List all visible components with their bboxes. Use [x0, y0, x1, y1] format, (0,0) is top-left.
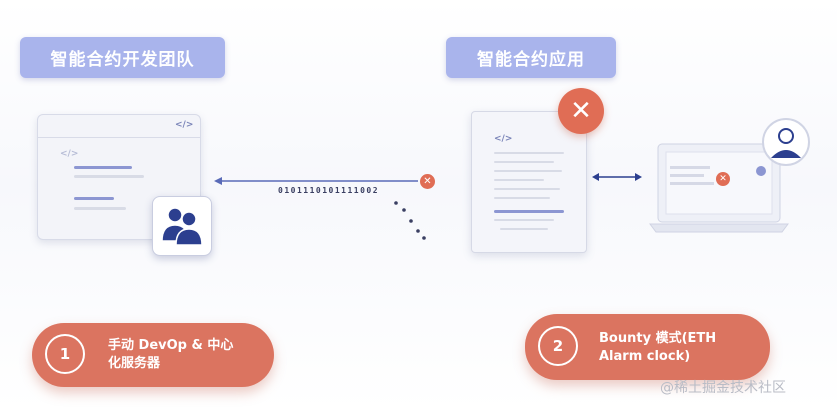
step-label-line: 手动 DevOp & 中心 — [108, 338, 234, 353]
step-number: 1 — [45, 334, 85, 374]
watermark: @稀土掘金技术社区 — [660, 380, 786, 396]
step-pill-1: 1 手动 DevOp & 中心 化服务器 — [32, 323, 274, 387]
close-icon: ✕ — [716, 172, 730, 186]
user-avatar-icon — [762, 118, 810, 166]
double-arrow-icon — [592, 173, 642, 181]
doc-line — [494, 170, 562, 172]
code-icon: </> — [60, 149, 79, 159]
code-line — [74, 175, 144, 178]
close-icon: ✕ — [558, 88, 604, 134]
doc-line — [494, 188, 560, 190]
app-title: 智能合约应用 — [446, 37, 616, 78]
step-label: 手动 DevOp & 中心 化服务器 — [108, 337, 258, 373]
code-line — [74, 166, 132, 169]
step-label-line: Bounty 模式(ETH — [599, 331, 717, 346]
step-label: Bounty 模式(ETH Alarm clock) — [599, 330, 749, 366]
doc-line — [494, 179, 544, 181]
data-transfer-arrow — [214, 177, 426, 240]
team-title: 智能合约开发团队 — [20, 37, 225, 78]
team-users-icon — [152, 196, 212, 256]
doc-line — [494, 210, 564, 213]
doc-line — [500, 228, 548, 230]
code-line — [74, 207, 126, 210]
doc-line — [494, 161, 554, 163]
step-label-line: Alarm clock) — [599, 349, 691, 364]
window-topbar — [38, 115, 200, 138]
close-icon: ✕ — [420, 174, 435, 189]
code-icon: </> — [175, 120, 194, 130]
step-pill-2: 2 Bounty 模式(ETH Alarm clock) — [525, 314, 770, 380]
code-icon: </> — [494, 134, 513, 144]
step-number: 2 — [538, 326, 578, 366]
doc-line — [494, 152, 564, 154]
doc-line — [494, 219, 554, 221]
doc-line — [494, 197, 550, 199]
code-line — [74, 197, 114, 200]
contract-document: </> — [471, 111, 587, 253]
bitstream-text: 0101110101111002 — [278, 186, 380, 195]
step-label-line: 化服务器 — [108, 356, 161, 371]
dev-browser-window: </> </> — [37, 114, 201, 240]
